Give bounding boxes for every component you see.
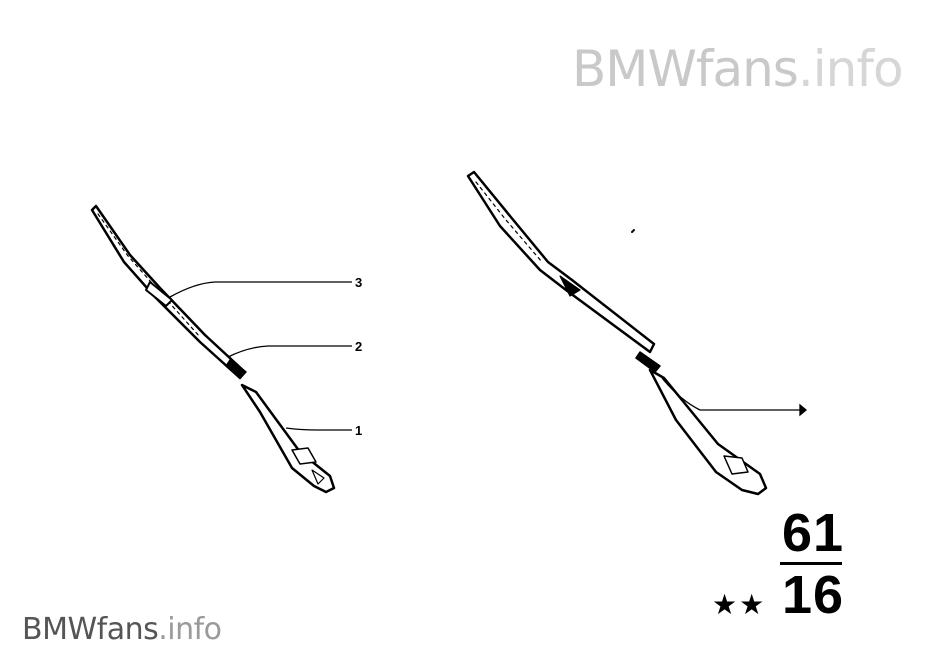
leader-line-3 [169, 281, 352, 298]
wiper-assembly-left [90, 204, 336, 494]
wiper-blade-left [90, 204, 247, 380]
wiper-arm-left [240, 383, 336, 494]
subgroup-number: 16 [782, 565, 845, 625]
group-divider [780, 562, 842, 565]
callout-1: 1 [355, 423, 363, 438]
watermark-bottom-tld: .info [158, 612, 222, 647]
star-rating-icon: ★★ [712, 588, 767, 621]
leader-line-1 [285, 427, 352, 431]
callout-3: 3 [355, 275, 363, 290]
watermark-top: BMWfans.info [572, 40, 904, 98]
watermark-top-tld: .info [797, 40, 904, 98]
leader-lines [169, 281, 808, 431]
wiper-arm-right [648, 368, 768, 496]
leader-line-4 [661, 377, 800, 411]
wiper-assembly-right [466, 170, 768, 496]
group-number: 61 [782, 503, 845, 563]
leader-line-2 [227, 345, 352, 358]
watermark-bottom-brand: BMWfans [22, 612, 159, 647]
wiper-blade-right [466, 170, 656, 354]
callout-2: 2 [355, 339, 363, 354]
watermark-bottom: BMWfans.info [22, 612, 222, 647]
watermark-top-brand: BMWfans [572, 40, 799, 98]
